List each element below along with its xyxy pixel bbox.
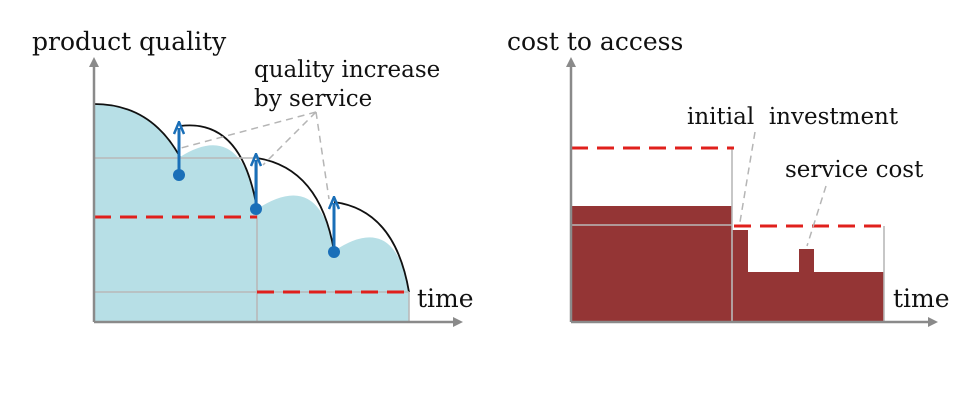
left-x-axis-label: time — [417, 284, 474, 313]
annotation-leader-lines — [180, 111, 330, 200]
quality-annotation-line2: by service — [254, 86, 372, 112]
left-y-axis-label: product quality — [32, 27, 227, 56]
cost-bar-service-spike — [799, 249, 814, 273]
right-guide-lines — [571, 148, 885, 322]
right-y-axis-label: cost to access — [507, 27, 683, 56]
service-cost-label: service cost — [785, 157, 924, 183]
cost-leader-lines — [739, 131, 827, 247]
quality-area — [94, 104, 409, 322]
quality-annotation-line1: quality increase — [254, 57, 440, 83]
cost-bar-initial — [571, 206, 732, 322]
cost-bar-ongoing — [748, 272, 884, 322]
quality-increase-arrows — [173, 128, 340, 258]
quality-curve — [93, 103, 410, 293]
right-x-axis-label: time — [893, 284, 950, 313]
left-panel: product quality time quality increase by… — [32, 27, 474, 327]
initial-investment-label: initial investment — [687, 104, 899, 130]
right-panel: cost to access time initial investment s… — [507, 27, 950, 327]
cost-bar-transition — [732, 230, 748, 322]
